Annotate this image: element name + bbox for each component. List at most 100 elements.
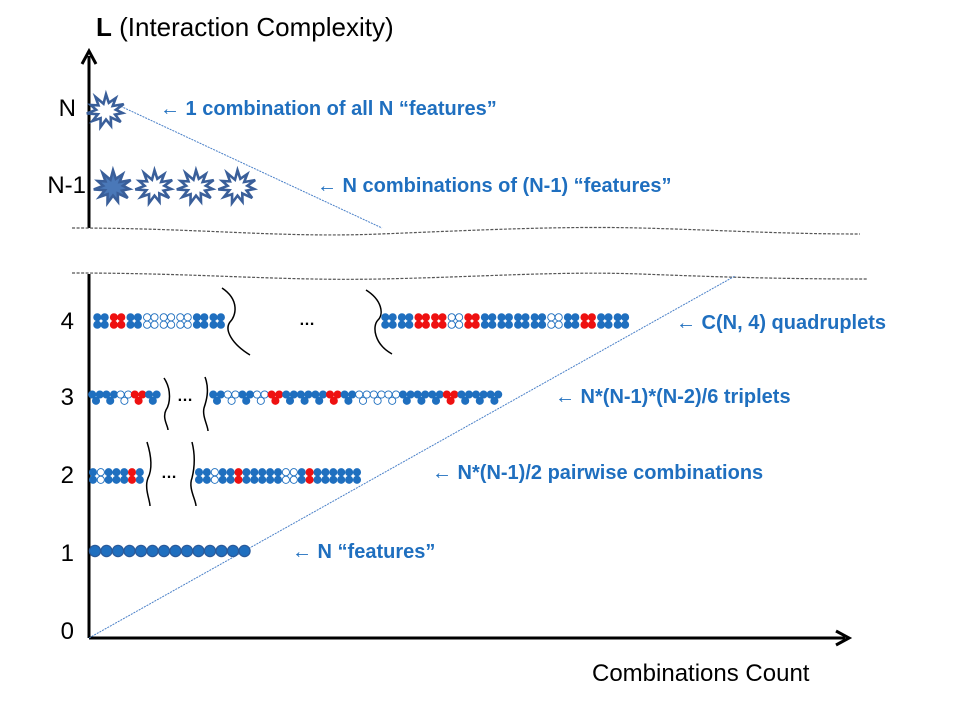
pair-mark [96,468,105,484]
feature-dot [613,313,622,322]
feature-dot [126,313,135,322]
quadruplet-mark [143,313,159,329]
feature-dot [120,468,129,477]
feature-dot [414,313,423,322]
feature-dot [218,468,227,477]
feature-dot [580,320,589,329]
quadruplet-mark [514,313,530,329]
feature-dot [117,313,126,322]
tick-label-0: 0 [60,618,74,645]
triplet-mark [223,390,240,405]
feature-dot [250,475,259,484]
feature-dot [352,468,362,477]
feature-dot [514,313,523,322]
quadruplet-mark [480,313,497,329]
triplet-mark [282,390,298,405]
feature-dot [521,313,530,322]
y-axis-title-text: (Interaction Complexity) [111,12,394,42]
feature-dot [210,468,219,477]
feature-dot [93,313,102,322]
feature-dot [96,475,105,484]
feature-dot [604,313,613,322]
feature-dot [571,320,580,329]
feature-dot [200,313,209,322]
triplet-mark [325,390,342,405]
feature-dot [209,313,218,322]
feature-dot [127,475,137,484]
feature-dot [475,396,484,405]
triplet-mark [442,390,459,405]
feature-dot [202,475,211,484]
brace-quadruplet-right [365,289,393,355]
feature-dot [176,320,185,329]
pair-mark [135,468,144,484]
triplet-mark [471,390,488,405]
feature-dot [91,396,101,405]
pair-mark [127,468,137,484]
feature-dot [621,313,630,322]
feature-dot [431,396,441,405]
feature-dot [194,475,204,484]
feature-dot [242,396,251,405]
triplet-mark [311,390,328,405]
annotation-level-2: ← N*(N-1)/2 pairwise combinations [432,462,764,484]
feature-dot [538,320,547,329]
feature-dot [344,396,353,405]
feature-dot [488,313,497,322]
pair-mark [352,468,362,484]
combination-star [134,165,176,207]
feature-marks [86,89,630,558]
feature-dot [315,396,324,405]
feature-dot [329,475,338,484]
pair-mark [329,468,338,484]
feature-dot [96,468,105,477]
triplet-mark [355,390,371,405]
pair-mark [273,468,283,484]
quadruplet-mark [209,313,225,329]
feature-dot [547,320,556,329]
feature-dot [167,320,176,329]
feature-dot [352,475,362,484]
feature-dot [289,468,298,477]
pair-mark [258,468,267,484]
tick-label-1: 1 [60,540,74,567]
feature-dot [159,313,168,322]
feature-dot [183,313,192,322]
feature-dot [133,313,142,322]
feature-dot [547,313,556,322]
x-axis-title: Combinations Count [592,660,810,687]
pair-mark [289,468,298,484]
feature-dot [183,320,192,329]
trend-lines [88,104,736,639]
feature-dot [438,320,447,329]
pair-mark [242,468,251,484]
feature-dot [218,475,227,484]
feature-dot [313,468,322,477]
feature-dot [447,320,456,329]
pair-mark [88,468,98,484]
pair-mark [297,468,306,484]
feature-dot [106,396,115,405]
single-feature-dot [192,544,205,558]
quadruplet-mark [597,313,613,329]
triplet-mark [88,390,104,405]
single-feature-dot [226,544,240,558]
feature-dot [135,475,144,484]
feature-dot [192,313,201,322]
feature-dot [471,320,480,329]
feature-dot [305,475,314,484]
feature-dot [150,313,159,322]
feature-dot [402,396,411,405]
feature-dot [93,320,102,329]
quadruplet-mark [397,313,414,329]
single-feature-dot [157,544,171,558]
feature-dot [345,475,354,484]
feature-dot [120,475,129,484]
feature-dot [266,475,275,484]
trend-line-falling [117,104,383,229]
feature-dot [242,468,251,477]
triplet-mark [296,390,313,405]
feature-dot [134,396,143,405]
feature-dot [227,396,236,405]
